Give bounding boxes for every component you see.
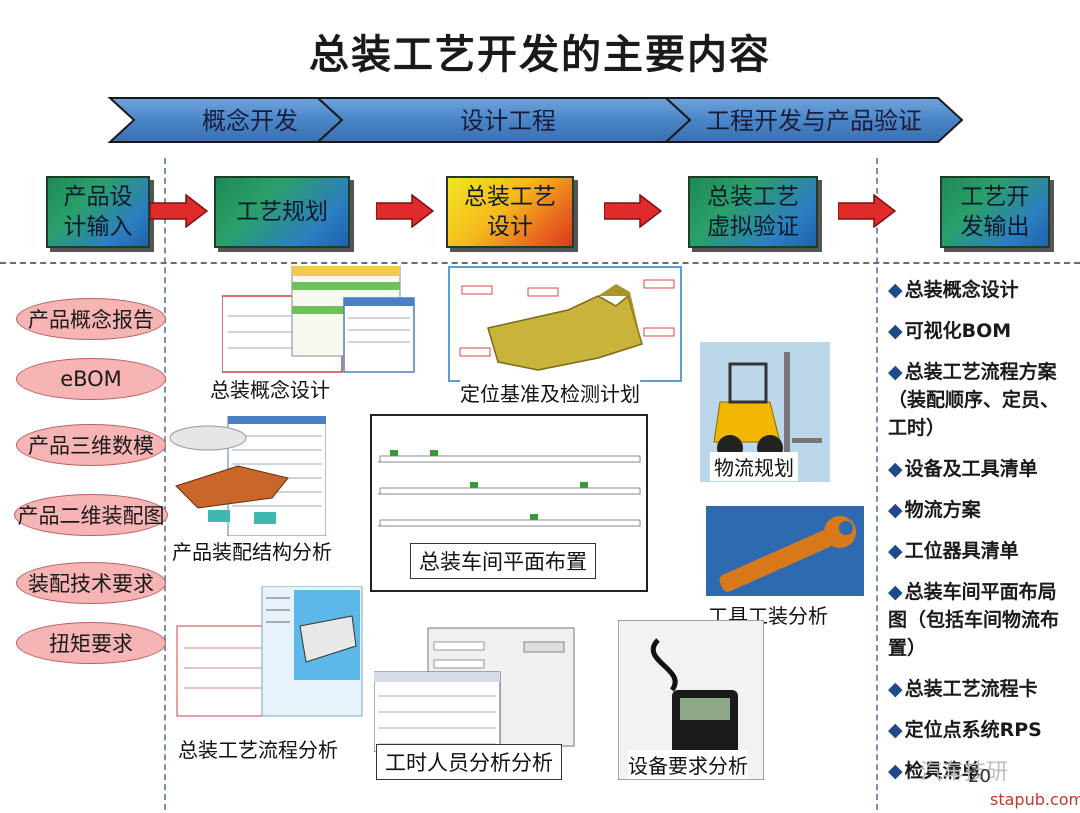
diamond-bullet-icon: ◆ <box>888 320 903 342</box>
concept-design-thumbnail <box>222 266 415 373</box>
diamond-bullet-icon: ◆ <box>888 458 903 480</box>
diamond-bullet-icon: ◆ <box>888 279 903 301</box>
diamond-bullet-icon: ◆ <box>888 678 903 700</box>
input-ebom: eBOM <box>16 358 166 400</box>
phase-banner <box>107 97 964 143</box>
output-item-label: 总装概念设计 <box>904 279 1019 301</box>
diamond-bullet-icon: ◆ <box>888 361 903 383</box>
caption-labor-analysis: 工时人员分析分析 <box>376 744 562 780</box>
output-item: ◆定位点系统RPS <box>888 716 1074 744</box>
left-divider <box>164 158 166 810</box>
page-title: 总装工艺开发的主要内容 <box>309 32 771 78</box>
output-item-label: 总装车间平面布局图（包括车间物流布置） <box>888 581 1060 659</box>
diamond-bullet-icon: ◆ <box>888 581 903 603</box>
diamond-bullet-icon: ◆ <box>888 540 903 562</box>
right-divider <box>876 158 878 810</box>
output-item: ◆物流方案 <box>888 496 1074 524</box>
output-item-label: 可视化BOM <box>904 320 1012 342</box>
output-item: ◆总装工艺流程方案（装配顺序、定员、工时） <box>888 358 1074 442</box>
output-item: ◆总装车间平面布局图（包括车间物流布置） <box>888 578 1074 662</box>
diamond-bullet-icon: ◆ <box>888 719 903 741</box>
watermark-brand: 汽车技研 <box>920 760 1009 785</box>
output-item: ◆总装工艺流程卡 <box>888 675 1074 703</box>
caption-locating-datum: 定位基准及检测计划 <box>460 378 640 407</box>
diamond-bullet-icon: ◆ <box>888 760 903 782</box>
output-item-label: 检具清单 <box>904 760 981 782</box>
wrench-icon <box>706 506 864 596</box>
page-number: 20 <box>968 766 991 787</box>
phase-label-3: 工程开发与产品验证 <box>706 107 922 135</box>
input-concept-report: 产品概念报告 <box>16 298 166 340</box>
caption-process-flow: 总装工艺流程分析 <box>178 734 338 763</box>
step-process-planning: 工艺规划 <box>214 176 350 248</box>
phase-label-2: 设计工程 <box>460 107 556 135</box>
input-assembly-requirements: 装配技术要求 <box>16 562 166 604</box>
input-2d-drawing: 产品二维装配图 <box>14 494 168 536</box>
horizontal-divider <box>0 262 1080 264</box>
output-item-label: 物流方案 <box>904 499 981 521</box>
step-output: 工艺开 发输出 <box>940 176 1050 248</box>
output-item: ◆总装概念设计 <box>888 276 1074 304</box>
output-item-label: 工位器具清单 <box>904 540 1019 562</box>
diamond-bullet-icon: ◆ <box>888 499 903 521</box>
labor-analysis-thumbnail <box>374 627 575 752</box>
arrow-right-icon <box>150 194 208 228</box>
output-item-label: 定位点系统RPS <box>904 719 1042 741</box>
caption-assembly-structure: 产品装配结构分析 <box>172 536 332 565</box>
arrow-right-icon <box>604 194 662 228</box>
output-item-label: 设备及工具清单 <box>904 458 1038 480</box>
output-item-label: 总装工艺流程方案（装配顺序、定员、工时） <box>888 361 1060 439</box>
output-list: ◆总装概念设计◆可视化BOM◆总装工艺流程方案（装配顺序、定员、工时）◆设备及工… <box>888 276 1074 798</box>
arrow-right-icon <box>376 194 434 228</box>
input-torque-requirements: 扭矩要求 <box>16 622 166 664</box>
output-item: ◆可视化BOM <box>888 317 1074 345</box>
output-item-label: 总装工艺流程卡 <box>904 678 1038 700</box>
locating-datum-thumbnail <box>448 266 682 382</box>
phase-label-1: 概念开发 <box>202 107 298 135</box>
step-product-input: 产品设 计输入 <box>46 176 150 248</box>
watermark-site: stapub.com <box>990 790 1080 809</box>
phase-chevron-3 <box>663 97 964 143</box>
output-item: ◆检具清单 <box>888 757 1074 785</box>
step-assembly-design: 总装工艺 设计 <box>446 176 574 248</box>
caption-equipment: 设备要求分析 <box>628 750 748 779</box>
output-item: ◆设备及工具清单 <box>888 455 1074 483</box>
caption-concept-design: 总装概念设计 <box>210 374 330 403</box>
caption-workshop-layout: 总装车间平面布置 <box>410 543 596 579</box>
input-3d-model: 产品三维数模 <box>16 424 166 466</box>
process-flow-thumbnail <box>176 586 363 717</box>
caption-logistics: 物流规划 <box>710 452 798 481</box>
output-item: ◆工位器具清单 <box>888 537 1074 565</box>
arrow-right-icon <box>838 194 896 228</box>
assembly-structure-thumbnail <box>169 416 326 536</box>
step-virtual-validation: 总装工艺 虚拟验证 <box>688 176 818 248</box>
